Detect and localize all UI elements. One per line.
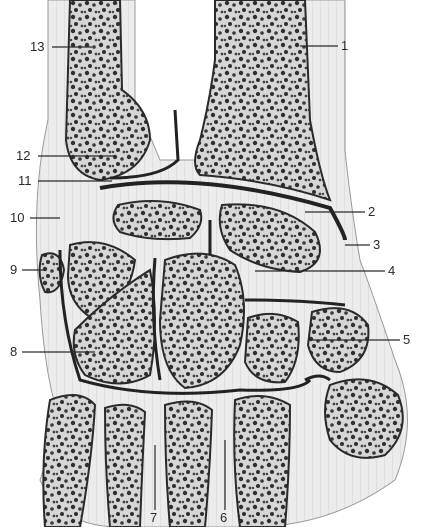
carpal-trapezoid [245,314,299,383]
label-10: 10 [10,211,24,225]
ulna-bone [66,0,150,180]
metacarpal-1 [325,379,403,457]
label-12: 12 [16,149,30,163]
label-2: 2 [368,205,375,219]
label-4: 4 [388,264,395,278]
carpal-lunate [113,201,201,239]
label-9: 9 [10,263,17,277]
metacarpal-3 [165,401,212,527]
label-3: 3 [373,238,380,252]
label-7: 7 [150,511,157,525]
metacarpal-4 [105,405,145,527]
label-1: 1 [341,39,348,53]
label-13: 13 [30,40,44,54]
label-11: 11 [18,174,32,188]
label-6: 6 [220,511,227,525]
label-5: 5 [403,333,410,347]
label-8: 8 [10,345,17,359]
metacarpal-2 [234,396,290,527]
